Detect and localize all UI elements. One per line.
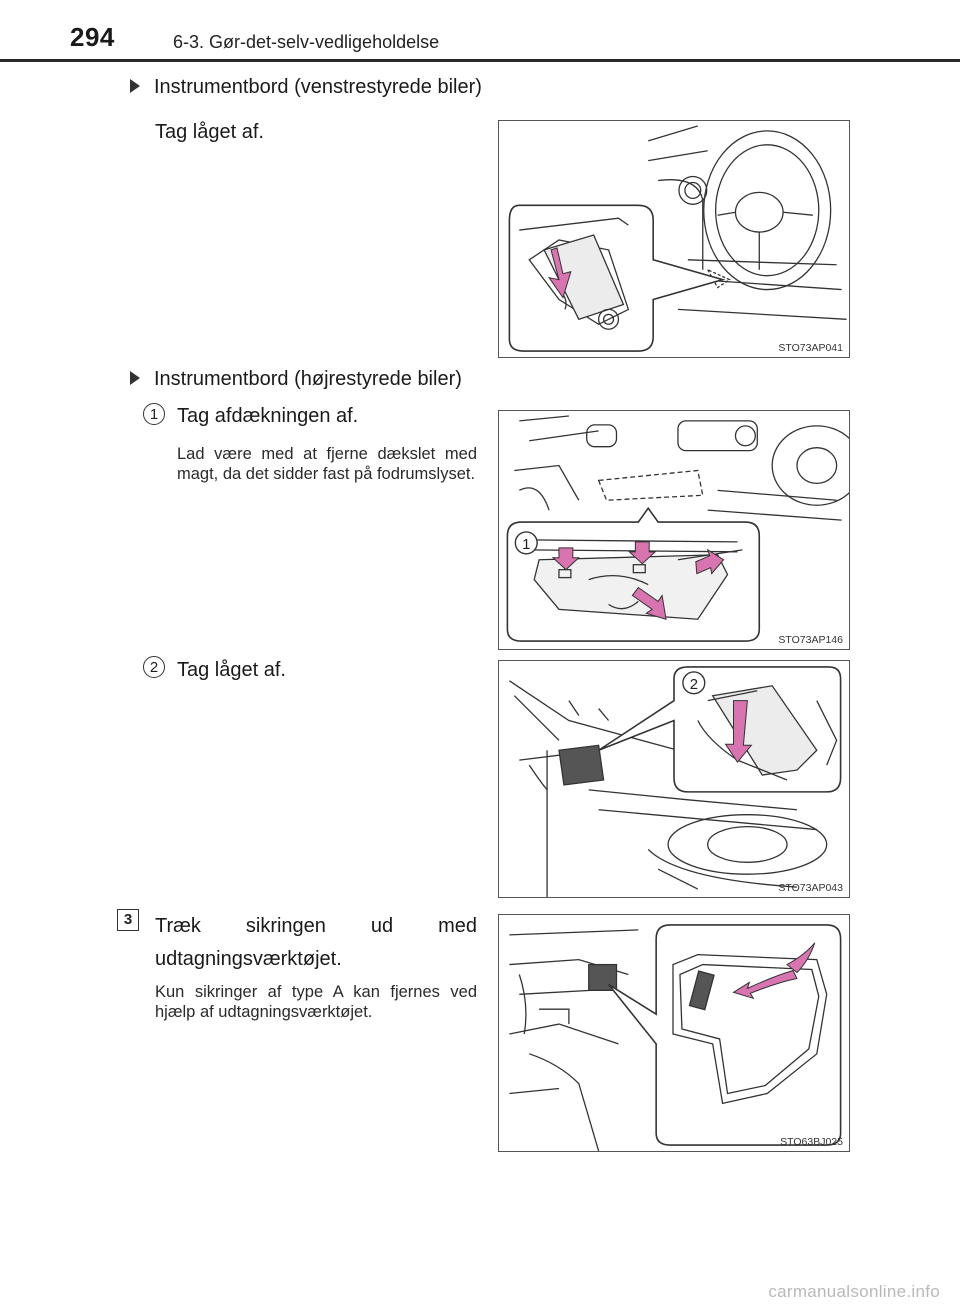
figure-code: STO73AP043	[778, 882, 843, 894]
step-1-number: 1	[143, 403, 165, 425]
footer-watermark: carmanualsonline.info	[768, 1282, 940, 1301]
rhd-cover-illustration: 1	[506, 415, 849, 642]
step-1-text: Tag afdækningen af.	[177, 405, 359, 427]
triangle-bullet-icon	[130, 78, 140, 93]
figure-code: STO73AP041	[778, 342, 843, 354]
page-number: 294	[70, 22, 115, 52]
figure-fuse-puller: STO63BJ025	[498, 914, 850, 1152]
lhd-instruction: Tag låget af.	[155, 121, 264, 143]
lhd-dashboard-illustration	[508, 125, 847, 352]
figure-code: STO73AP146	[778, 634, 843, 646]
figure-rhd-lid: 2 STO73AP043	[498, 660, 850, 898]
rhd-lid-illustration: 2	[509, 666, 842, 897]
step-2-text: Tag låget af.	[177, 659, 286, 681]
header-rule	[0, 59, 960, 62]
triangle-bullet-icon	[130, 370, 140, 385]
step-3-text: Træk sikringen ud med udtagningsværktøje…	[155, 915, 477, 970]
figure-lhd-dashboard: STO73AP041	[498, 120, 850, 358]
step-3-note: Kun sikringer af type A kan fjernes ved …	[155, 983, 477, 1021]
section-title: 6-3. Gør-det-selv-vedligeholdelse	[173, 32, 440, 52]
figure-code: STO63BJ025	[780, 1136, 843, 1148]
step-2-number: 2	[143, 656, 165, 678]
heading-lhd: Instrumentbord (venstrestyrede biler)	[130, 76, 482, 99]
figure-rhd-cover: 1 STO73AP146	[498, 410, 850, 650]
fuse-puller-illustration	[509, 924, 842, 1151]
callout-2-label: 2	[690, 677, 698, 693]
step-1-note: Lad være med at fjerne dækslet med magt,…	[177, 445, 477, 483]
heading-rhd: Instrumentbord (højrestyrede biler)	[130, 368, 462, 391]
step-3-number: 3	[117, 909, 139, 931]
callout-1-label: 1	[522, 537, 530, 553]
